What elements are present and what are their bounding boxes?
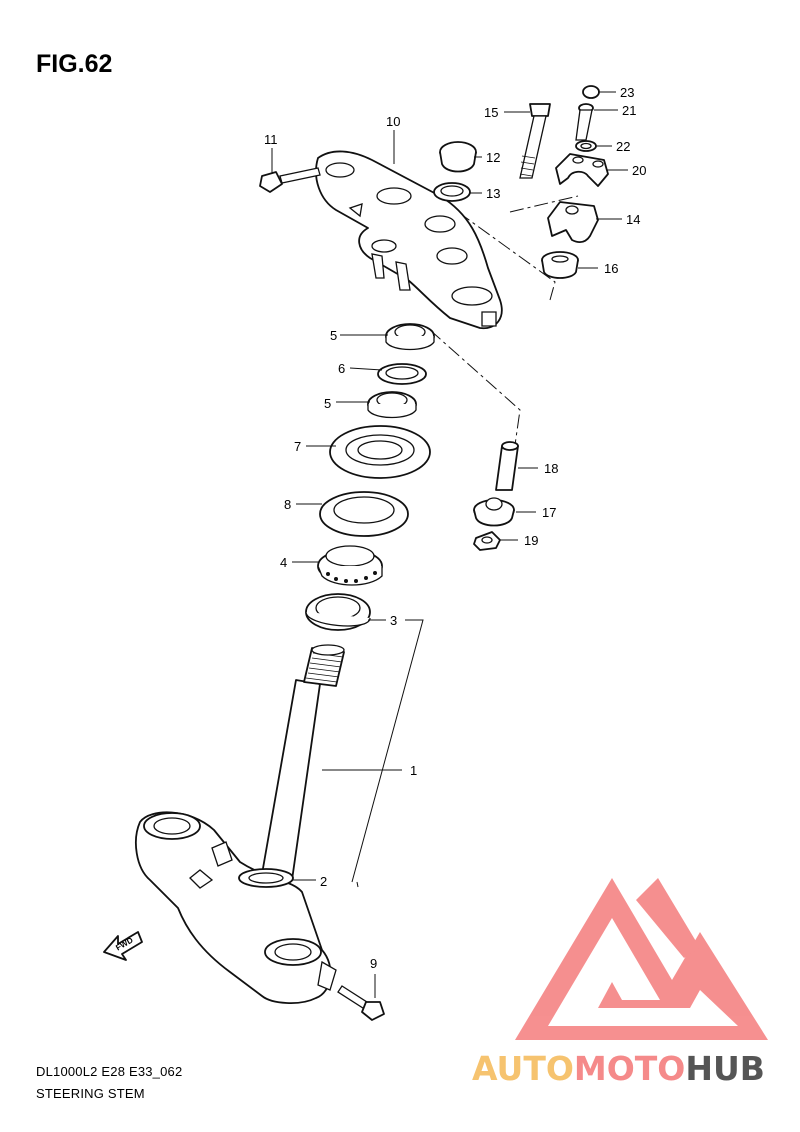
callout-23: 23 [620,85,634,100]
cushion-16-icon [541,251,579,279]
washer-22-icon [575,140,597,152]
handlebar-holder-14-icon [547,201,599,243]
pin-18-icon [495,441,519,491]
callout-13: 13 [486,186,500,201]
callout-5-lower: 5 [324,396,331,411]
watermark-triangle-icon [515,878,768,1040]
callout-7: 7 [294,439,301,454]
washer-6-icon [377,363,427,385]
dust-seal-8-icon [319,491,409,537]
callout-16: 16 [604,261,618,276]
bolt-15-icon [519,103,551,179]
callout-5-upper: 5 [330,328,337,343]
forward-direction-icon: FWD [103,931,143,961]
callout-4: 4 [280,555,287,570]
callout-21: 21 [622,103,636,118]
callout-9: 9 [370,956,377,971]
washer-13-icon [433,182,471,202]
cap-12-icon [439,141,477,173]
assembly-guide-lines [351,195,579,888]
callout-3: 3 [390,613,397,628]
callout-14: 14 [626,212,640,227]
bolt-9-icon [337,985,385,1021]
bolt-21-icon [575,103,594,141]
model-code-caption: DL1000L2 E28 E33_062 [36,1064,183,1079]
callout-1: 1 [410,763,417,778]
callout-17: 17 [542,505,556,520]
callout-20: 20 [632,163,646,178]
watermark-auto: AUTO [472,1049,574,1088]
upper-bracket-10-icon [315,150,503,330]
section-name-caption: STEERING STEM [36,1086,145,1101]
figure-title: FIG.62 [36,50,113,78]
callout-2: 2 [320,874,327,889]
bearing-3-icon [305,593,371,631]
watermark-logo [515,878,768,1040]
bolt-11-icon [259,167,321,193]
callout-11: 11 [264,132,278,147]
callout-10: 10 [386,114,400,129]
bearing-4-icon [317,545,383,586]
callout-15: 15 [484,105,498,120]
lock-nut-5-lower-icon [367,391,417,419]
callout-18: 18 [544,461,558,476]
callout-22: 22 [616,139,630,154]
callout-labels: 1 2 3 4 5 5 6 7 8 9 10 11 12 13 14 15 16… [264,85,646,971]
callout-8: 8 [284,497,291,512]
callout-6: 6 [338,361,345,376]
lock-nut-5-upper-icon [385,323,435,351]
damper-17-icon [473,497,515,527]
handlebar-holder-20-icon [555,153,609,187]
callout-12: 12 [486,150,500,165]
nut-19-icon [473,531,501,551]
cap-23-icon [582,85,600,99]
watermark-hub: HUB [685,1049,765,1088]
lower-bracket-assembly [135,644,345,1004]
leader-lines [271,91,628,998]
watermark-text: AUTOMOTOHUB [472,1049,765,1088]
cover-7-icon [329,425,431,479]
callout-19: 19 [524,533,538,548]
watermark-moto: MOTO [574,1049,685,1088]
